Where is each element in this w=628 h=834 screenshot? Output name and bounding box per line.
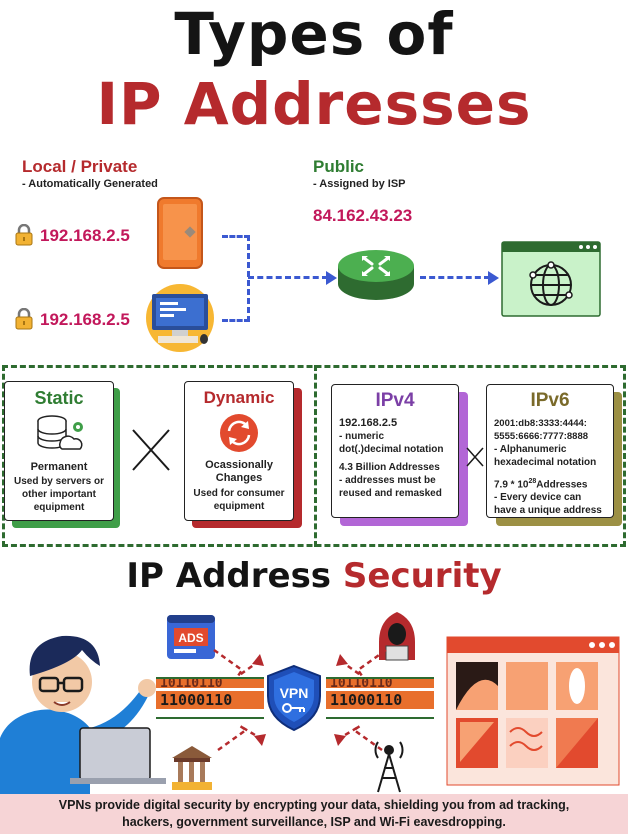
- title-line-2: IP Addresses: [96, 70, 532, 138]
- static-title: Static: [34, 388, 84, 408]
- ipv6-count-suffix: Addresses: [536, 479, 588, 491]
- ipv4-line1: - numeric: [339, 431, 385, 442]
- web-browser-globe-icon: [501, 241, 601, 317]
- lock-icon: [15, 308, 33, 330]
- local-heading: Local / Private: [22, 157, 138, 176]
- ipv6-line2: hexadecimal notation: [494, 457, 597, 468]
- ipv6-address-1: 2001:db8:3333:4444:: [494, 418, 587, 429]
- blocked-tracking-arrows: [213, 648, 387, 752]
- ipv4-line4: reused and remasked: [339, 488, 442, 499]
- public-subheading: - Assigned by ISP: [313, 178, 406, 190]
- binary-right-bottom: 11000110: [326, 691, 434, 709]
- ipv6-count: 7.9 * 1028Addresses: [487, 475, 613, 491]
- local-ip-1: 192.168.2.5: [40, 226, 130, 245]
- security-title-part-2: Security: [342, 556, 502, 596]
- public-ip: 84.162.43.23: [313, 206, 413, 225]
- local-subheading: - Automatically Generated: [22, 178, 158, 190]
- versus-cross-icon: [466, 447, 484, 467]
- encrypted-data-strip-left: [156, 677, 264, 719]
- ipv4-line2: dot(.)decimal notation: [339, 444, 444, 455]
- vpn-label: VPN: [280, 685, 309, 701]
- binary-left-top: 10110110: [156, 679, 264, 688]
- ipv6-count-exponent: 28: [528, 478, 537, 485]
- encrypted-data-strip-right: [326, 677, 434, 719]
- ipv6-line4: have a unique address: [494, 505, 602, 517]
- ipv4-address: 192.168.2.5: [339, 417, 398, 429]
- database-server-icon: [37, 415, 83, 450]
- public-heading: Public: [313, 157, 365, 176]
- local-ip-2: 192.168.2.5: [40, 310, 130, 329]
- ipv6-count-prefix: 7.9 * 10: [494, 479, 529, 491]
- arrow-head-icon: [488, 271, 499, 285]
- connector-line: [420, 276, 490, 279]
- security-title-part-1: IP Address: [126, 556, 332, 596]
- dynamic-title: Dynamic: [203, 388, 275, 407]
- static-card: Static Permanent Used by servers or othe…: [4, 381, 114, 521]
- connector-line: [248, 276, 328, 279]
- government-building-icon: [172, 746, 212, 790]
- ipv4-title: IPv4: [375, 390, 415, 411]
- router-icon: [338, 250, 414, 300]
- static-desc: Used by servers or other important equip…: [13, 476, 105, 513]
- ads-tracking-icon: ADS: [167, 615, 215, 659]
- footer-banner: VPNs provide digital security by encrypt…: [0, 794, 628, 834]
- ipv4-line3: - addresses must be: [339, 475, 436, 486]
- ipv6-title: IPv6: [530, 390, 570, 411]
- ipv6-line3: - Every device can: [494, 492, 582, 504]
- ipv4-card: IPv4 192.168.2.5 - numeric dot(.)decimal…: [331, 384, 459, 518]
- footer-line-2: hackers, government surveillance, ISP an…: [122, 815, 506, 829]
- title-line-1: Types of: [174, 0, 454, 68]
- connector-line: [222, 235, 250, 238]
- binary-right-top: 10110110: [326, 679, 434, 688]
- wifi-tower-icon: [374, 741, 404, 793]
- ipv6-address-2: 5555:6666:7777:8888: [494, 431, 589, 442]
- security-title: IP Address Security: [0, 556, 628, 596]
- ipv4-count: 4.3 Billion Addresses: [339, 462, 440, 473]
- hacker-icon: [379, 612, 415, 661]
- browser-content-icon: [446, 636, 620, 786]
- section-divider: [314, 365, 317, 547]
- refresh-icon: [220, 414, 258, 452]
- dynamic-label: Ocassionally Changes: [205, 459, 273, 484]
- desktop-computer-icon: [146, 284, 214, 352]
- connector-line: [222, 319, 250, 322]
- lock-icon: [15, 224, 33, 246]
- ipv6-card: IPv6 2001:db8:3333:4444: 5555:6666:7777:…: [486, 384, 614, 518]
- ipv6-line1: - Alphanumeric: [494, 444, 567, 455]
- vpn-shield-icon: VPN: [267, 664, 321, 732]
- ads-label: ADS: [178, 631, 203, 645]
- arrow-head-icon: [326, 271, 337, 285]
- dynamic-card: Dynamic Ocassionally Changes Used for co…: [184, 381, 294, 521]
- static-label: Permanent: [30, 461, 88, 473]
- dynamic-desc: Used for consumer equipment: [193, 488, 285, 512]
- versus-cross-icon: [132, 429, 170, 471]
- footer-line-1: VPNs provide digital security by encrypt…: [58, 798, 570, 812]
- binary-left-bottom: 11000110: [156, 691, 264, 709]
- person-with-laptop-icon: [0, 635, 166, 794]
- smartphone-icon: [157, 197, 203, 269]
